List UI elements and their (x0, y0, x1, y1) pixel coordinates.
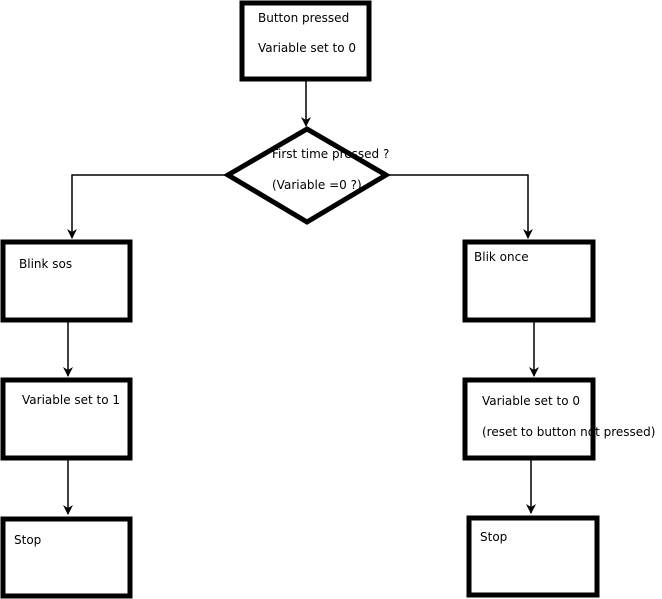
blink-once-node: Blik once (462, 239, 596, 323)
set-one-node: Variable set to 1 (0, 377, 133, 461)
blink-once-label: Blik once (474, 250, 529, 264)
blink-sos-label: Blink sos (19, 257, 72, 271)
start-node-line2: Variable set to 0 (258, 41, 356, 55)
set-one-label: Variable set to 1 (22, 393, 120, 407)
decision-node-line2: (Variable =0 ?) (272, 178, 362, 192)
stop-left-label: Stop (14, 533, 41, 547)
start-node: Button pressed Variable set to 0 (239, 0, 372, 82)
start-node-line1: Button pressed (258, 11, 349, 25)
decision-node: First time pressed ? (Variable =0 ?) (223, 126, 391, 225)
set-zero-line2: (reset to button not pressed) (482, 425, 655, 439)
edge-decision-to-blink-sos (67, 174, 228, 239)
set-zero-line1: Variable set to 0 (482, 394, 580, 408)
set-zero-node: Variable set to 0 (reset to button not p… (462, 377, 655, 461)
decision-node-line1: First time pressed ? (272, 147, 389, 161)
blink-sos-node: Blink sos (0, 239, 133, 323)
stop-right-node: Stop (466, 515, 600, 598)
stop-right-label: Stop (480, 530, 507, 544)
edge-decision-to-blink-once (386, 174, 533, 239)
stop-left-node: Stop (0, 516, 133, 599)
